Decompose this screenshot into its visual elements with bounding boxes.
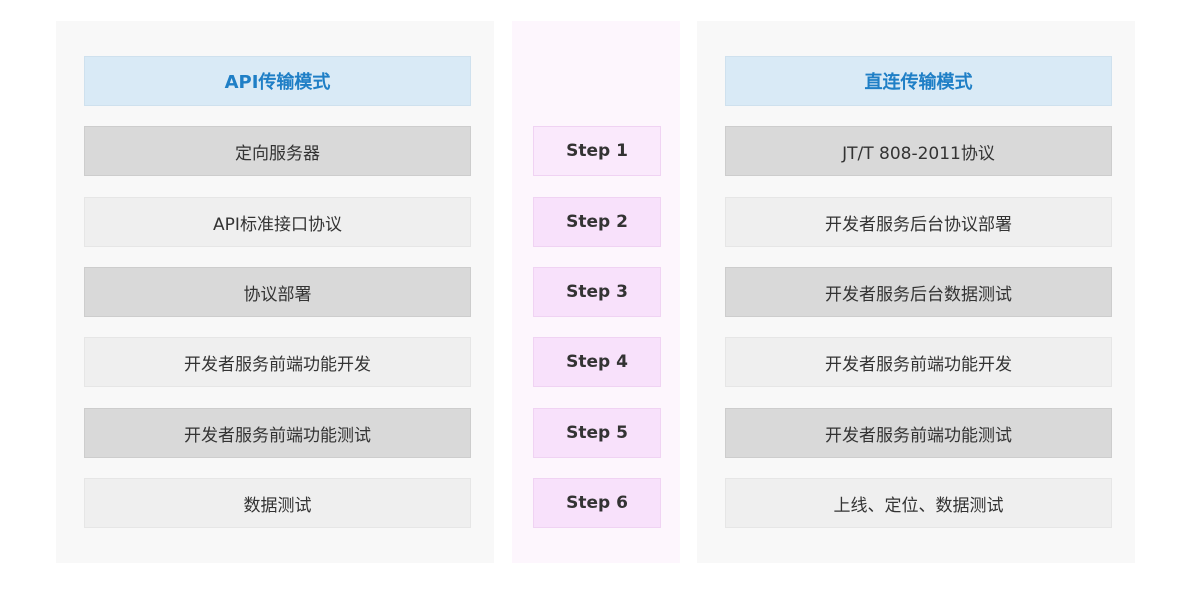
direct-mode-panel: 直连传输模式 JT/T 808-2011协议 开发者服务后台协议部署 开发者服务… <box>697 21 1135 563</box>
direct-step-4: 开发者服务前端功能开发 <box>725 337 1112 387</box>
api-step-6: 数据测试 <box>84 478 471 528</box>
step-label-2: Step 2 <box>533 197 661 247</box>
steps-panel: Step 1 Step 2 Step 3 Step 4 Step 5 Step … <box>512 21 680 563</box>
direct-step-6: 上线、定位、数据测试 <box>725 478 1112 528</box>
api-mode-panel: API传输模式 定向服务器 API标准接口协议 协议部署 开发者服务前端功能开发… <box>56 21 494 563</box>
api-step-4: 开发者服务前端功能开发 <box>84 337 471 387</box>
direct-mode-title: 直连传输模式 <box>725 56 1112 106</box>
step-label-5: Step 5 <box>533 408 661 458</box>
direct-step-2: 开发者服务后台协议部署 <box>725 197 1112 247</box>
direct-step-1: JT/T 808-2011协议 <box>725 126 1112 176</box>
direct-step-3: 开发者服务后台数据测试 <box>725 267 1112 317</box>
api-step-5: 开发者服务前端功能测试 <box>84 408 471 458</box>
step-label-6: Step 6 <box>533 478 661 528</box>
step-label-1: Step 1 <box>533 126 661 176</box>
direct-step-5: 开发者服务前端功能测试 <box>725 408 1112 458</box>
step-label-3: Step 3 <box>533 267 661 317</box>
api-mode-title: API传输模式 <box>84 56 471 106</box>
api-step-1: 定向服务器 <box>84 126 471 176</box>
step-label-4: Step 4 <box>533 337 661 387</box>
api-step-2: API标准接口协议 <box>84 197 471 247</box>
api-step-3: 协议部署 <box>84 267 471 317</box>
